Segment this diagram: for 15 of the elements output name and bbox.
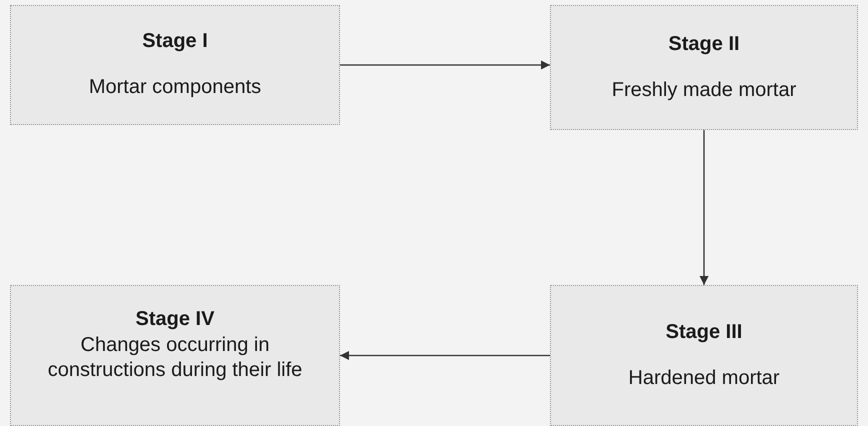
stage-heading: Stage I bbox=[142, 30, 208, 53]
stage-heading: Stage III bbox=[666, 320, 742, 344]
stage-description: Hardened mortar bbox=[628, 366, 780, 390]
stage-box bbox=[550, 5, 858, 130]
stage-box bbox=[10, 285, 340, 426]
stage-heading: Stage II bbox=[668, 32, 740, 56]
stage-description: Freshly made mortar bbox=[612, 78, 796, 102]
arrow bbox=[340, 58, 550, 72]
arrow bbox=[696, 130, 712, 285]
arrow bbox=[340, 348, 550, 363]
stage-description: Mortar components bbox=[88, 75, 262, 100]
stage-box bbox=[10, 5, 340, 125]
stage-heading: Stage IV bbox=[136, 308, 214, 331]
stage-box bbox=[550, 285, 858, 426]
stage-description: Changes occurring in constructions during their life bbox=[46, 333, 304, 383]
